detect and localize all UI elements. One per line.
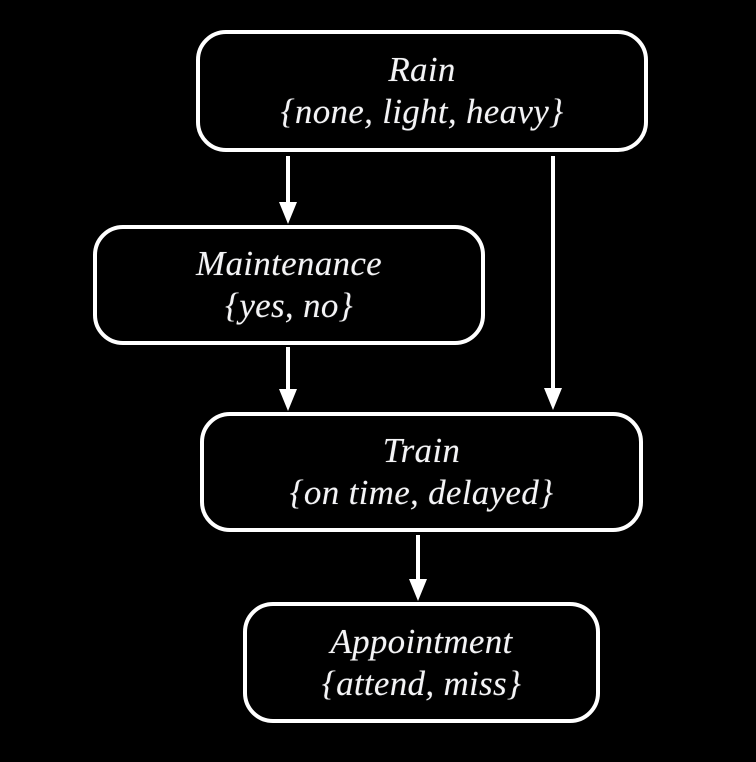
edge-shaft [551,156,555,390]
arrow-down-icon [544,388,562,410]
node-appointment-states: {attend, miss} [321,663,522,703]
node-rain-states: {none, light, heavy} [280,92,564,131]
arrow-down-icon [409,579,427,601]
arrow-down-icon [279,202,297,224]
edge-rain-to-maintenance [279,156,297,224]
edge-rain-to-train [544,156,562,410]
node-appointment[interactable]: Appointment {attend, miss} [243,602,600,723]
edge-train-to-appointment [409,535,427,601]
edge-shaft [286,156,290,204]
edge-shaft [286,347,290,391]
node-train-states: {on time, delayed} [289,473,554,512]
arrow-down-icon [279,389,297,411]
edge-maintenance-to-train [279,347,297,411]
node-maintenance-label: Maintenance [195,244,382,284]
node-rain-label: Rain [388,50,456,90]
node-appointment-label: Appointment [330,621,513,661]
node-train-label: Train [382,431,461,471]
node-maintenance[interactable]: Maintenance {yes, no} [93,225,485,345]
node-rain[interactable]: Rain {none, light, heavy} [196,30,648,152]
node-train[interactable]: Train {on time, delayed} [200,412,643,532]
node-maintenance-states: {yes, no} [225,286,353,325]
edge-shaft [416,535,420,581]
